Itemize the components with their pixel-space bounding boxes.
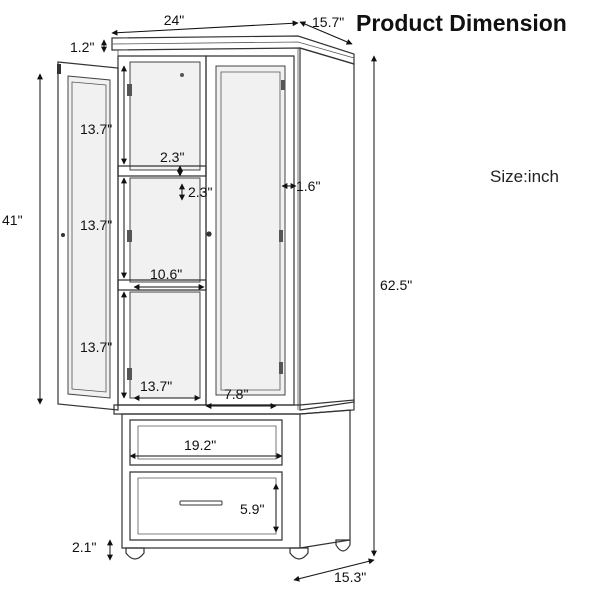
page-title: Product Dimension <box>356 10 567 36</box>
label-shelf-space-2: 13.7" <box>80 217 112 233</box>
label-total-height: 62.5" <box>380 277 412 293</box>
label-door-height: 41" <box>2 212 23 228</box>
lower-cabinet <box>121 413 301 549</box>
mid-ledge <box>113 399 355 415</box>
label-width: 24" <box>164 12 185 28</box>
foot-right <box>289 547 309 560</box>
label-shelf-space-1: 13.7" <box>80 121 112 137</box>
cabinet-side-panel <box>299 47 355 411</box>
label-depth-top: 15.7" <box>312 14 344 30</box>
right-door-glass <box>215 65 286 396</box>
drawer-top <box>129 419 283 466</box>
left-door <box>57 61 119 411</box>
label-drawer-width: 19.2" <box>184 437 216 453</box>
size-note: Size:inch <box>490 167 559 186</box>
dimension-lines <box>37 20 377 582</box>
label-depth-bottom: 15.3" <box>334 569 366 585</box>
cabinet-crown <box>111 35 355 65</box>
label-shelf-thickness-2: 2.3" <box>188 184 212 200</box>
label-shelf-depth: 13.7" <box>140 378 172 394</box>
door-hinge <box>57 64 61 74</box>
label-drawer-height: 5.9" <box>240 501 264 517</box>
right-door-knob <box>206 231 212 237</box>
label-door-gap: 1.6" <box>296 178 320 194</box>
interior-back-panel <box>129 61 201 171</box>
drawer-bottom <box>129 471 283 541</box>
cabinet <box>57 35 355 560</box>
label-shelf-space-3: 13.7" <box>80 339 112 355</box>
door-knob <box>61 233 65 237</box>
label-shelf-width: 10.6" <box>150 266 182 282</box>
label-crown-height: 1.2" <box>70 39 94 55</box>
left-door-glass <box>67 75 111 399</box>
label-shelf-thickness-1: 2.3" <box>160 149 184 165</box>
foot-left <box>125 547 145 560</box>
label-foot-height: 2.1" <box>72 539 96 555</box>
label-right-compartment: 7.8" <box>224 386 248 402</box>
drawer-handle <box>179 500 223 506</box>
